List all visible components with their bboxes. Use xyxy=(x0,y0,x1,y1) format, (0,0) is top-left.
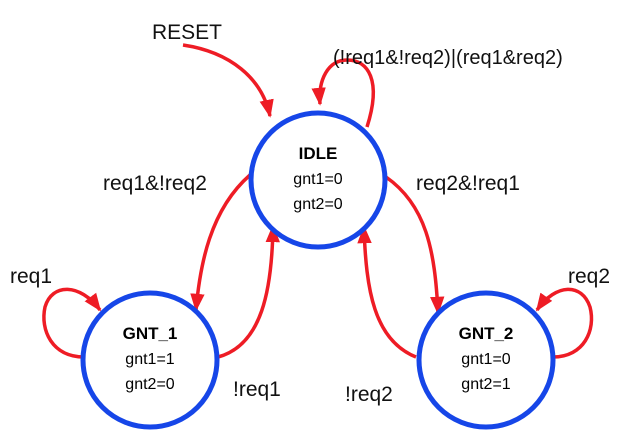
gnt2-to-idle-edge xyxy=(357,225,417,359)
state-gnt1: GNT_1 gnt1=1 gnt2=0 xyxy=(80,290,220,430)
gnt2-self-loop-label: req2 xyxy=(568,265,610,288)
state-gnt2-output-2: gnt2=1 xyxy=(461,376,510,393)
gnt1-to-idle-edge xyxy=(217,224,280,359)
state-gnt1-output-1: gnt1=1 xyxy=(125,351,174,368)
idle-to-gnt2-label: req2&!req1 xyxy=(416,172,520,195)
state-idle: IDLE gnt1=0 gnt2=0 xyxy=(248,110,388,250)
state-idle-output-2: gnt2=0 xyxy=(293,196,342,213)
idle-to-gnt1-label: req1&!req2 xyxy=(103,172,207,195)
idle-self-loop xyxy=(311,58,376,128)
state-gnt2-name: GNT_2 xyxy=(459,324,514,343)
state-gnt1-name: GNT_1 xyxy=(123,324,178,343)
idle-to-gnt2-edge xyxy=(384,175,445,315)
gnt1-self-loop xyxy=(42,287,102,359)
reset-label: RESET xyxy=(152,21,222,44)
idle-self-loop-label: (!req1&!req2)|(req1&req2) xyxy=(333,47,563,69)
state-gnt1-output-2: gnt2=0 xyxy=(125,376,174,393)
gnt2-to-idle-label: !req2 xyxy=(345,383,393,406)
state-gnt2-circle xyxy=(416,290,556,430)
gnt1-to-idle-label: !req1 xyxy=(233,378,281,401)
state-idle-name: IDLE xyxy=(299,144,338,163)
gnt2-self-loop xyxy=(535,287,594,359)
state-gnt2-output-1: gnt1=0 xyxy=(461,351,510,368)
state-idle-circle xyxy=(248,110,388,250)
state-gnt1-circle xyxy=(80,290,220,430)
gnt1-self-loop-label: req1 xyxy=(10,265,52,288)
state-idle-output-1: gnt1=0 xyxy=(293,171,342,188)
idle-to-gnt1-edge xyxy=(190,173,252,312)
state-gnt2: GNT_2 gnt1=0 gnt2=1 xyxy=(416,290,556,430)
reset-arrow xyxy=(182,43,274,118)
